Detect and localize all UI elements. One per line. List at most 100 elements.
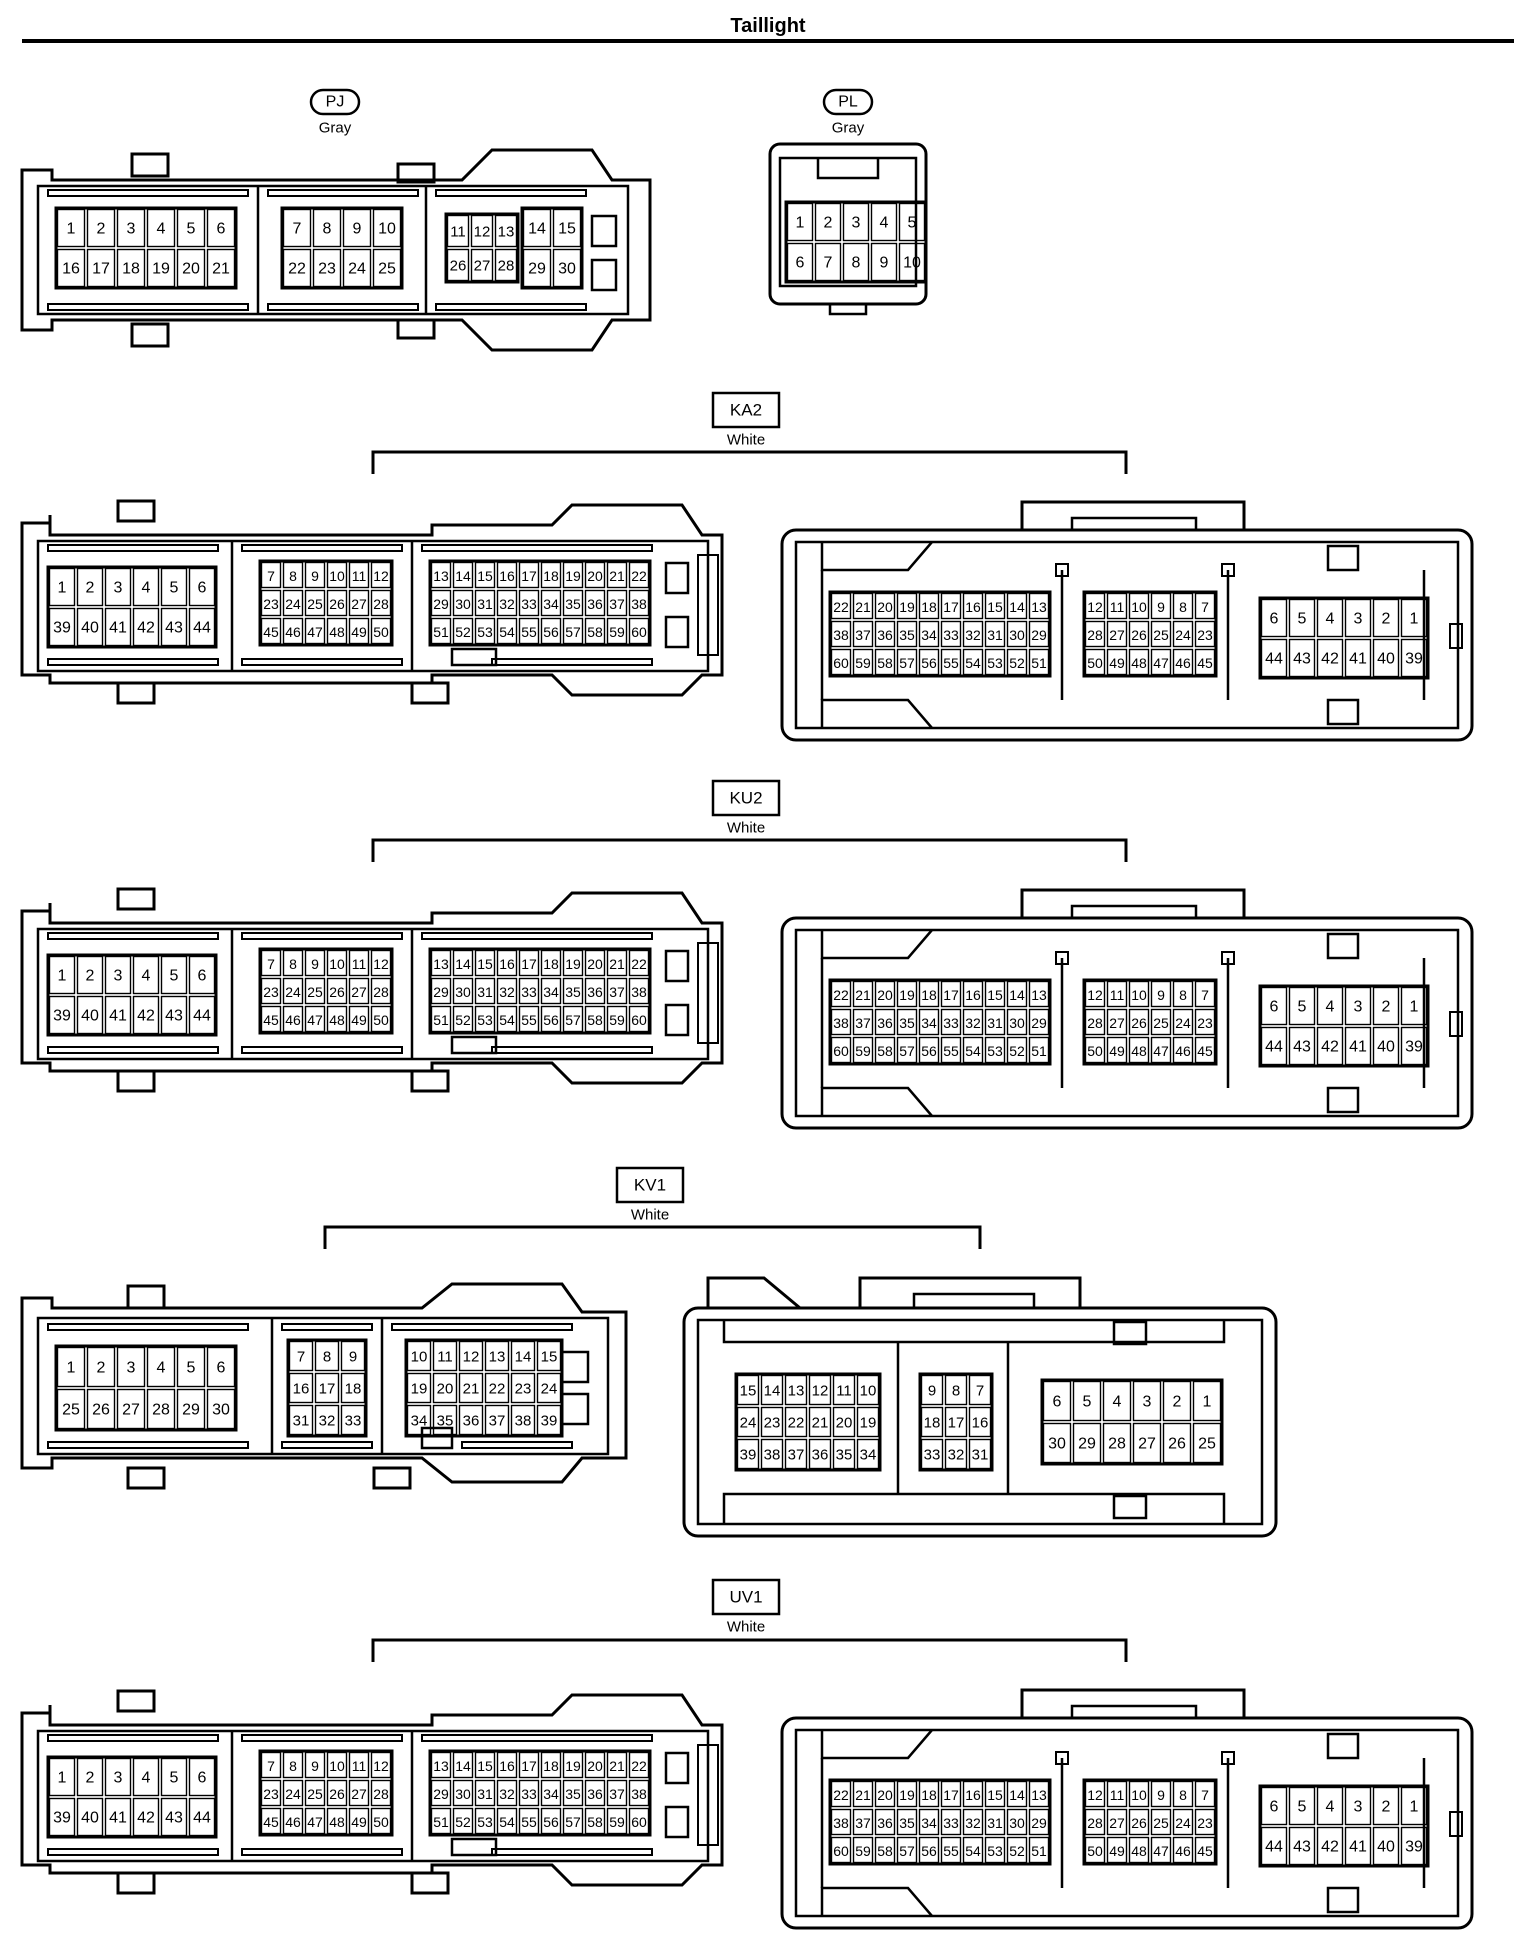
pin-cell — [962, 648, 984, 676]
pin-cell — [474, 1005, 496, 1033]
pin-cell — [348, 977, 370, 1005]
top-key — [1020, 1688, 1246, 1720]
pin-number: 59 — [609, 1012, 625, 1028]
pin-number: 59 — [855, 1843, 871, 1859]
pin-number: 14 — [455, 956, 471, 972]
pin-cell — [48, 567, 76, 607]
pin-cell — [260, 977, 282, 1005]
pin-number: 19 — [899, 987, 915, 1003]
pin-cell — [86, 1346, 116, 1388]
pin-number: 6 — [217, 1360, 226, 1377]
pin-cell — [984, 648, 1006, 676]
pin-cell — [874, 1780, 896, 1808]
pin-cell — [452, 1751, 474, 1779]
pin-number: 44 — [1265, 1839, 1283, 1856]
pin-cell — [446, 248, 470, 282]
pin-cell — [282, 208, 312, 248]
pin-cell — [304, 949, 326, 977]
pin-number: 56 — [921, 655, 937, 671]
inner-edge — [722, 1320, 1226, 1344]
key-slot — [450, 1837, 498, 1857]
pin-number: 54 — [965, 655, 981, 671]
pin-block-frame — [286, 1338, 368, 1438]
pin-number: 39 — [53, 1008, 71, 1025]
key-slot — [450, 647, 498, 667]
pin-cell — [372, 248, 402, 288]
latch-tab — [116, 887, 156, 911]
pin-number: 39 — [53, 620, 71, 637]
latch-slot — [241, 1734, 403, 1742]
pin-number: 38 — [833, 1015, 849, 1031]
pin-number: 32 — [965, 627, 981, 643]
pin-block-frame — [428, 1749, 652, 1837]
pin-cell — [940, 1808, 962, 1836]
pin-cell — [584, 1751, 606, 1779]
pin-number: 31 — [293, 1413, 310, 1430]
pin-cell — [784, 1438, 808, 1470]
pin-number: 3 — [127, 1360, 136, 1377]
top-key-inner — [912, 1292, 1036, 1310]
pin-cell — [962, 1808, 984, 1836]
pin-cell — [896, 1836, 918, 1864]
pin-cell — [1150, 1008, 1172, 1036]
pin-number: 35 — [565, 984, 581, 1000]
pin-cell — [1192, 1422, 1222, 1464]
pin-cell — [326, 1779, 348, 1807]
pin-number: 44 — [1265, 1039, 1283, 1056]
pin-cell — [852, 1780, 874, 1808]
pin-number: 20 — [587, 1758, 603, 1774]
pin-cell — [562, 1779, 584, 1807]
pin-cell — [282, 561, 304, 589]
pin-number: 5 — [170, 1770, 179, 1787]
pin-number: 12 — [1087, 987, 1103, 1003]
pin-number: 49 — [351, 1012, 367, 1028]
latch-tab — [410, 1069, 450, 1093]
pin-number: 37 — [489, 1413, 506, 1430]
pin-number: 2 — [824, 215, 833, 232]
pin-number: 48 — [329, 624, 345, 640]
pin-cell — [1042, 1422, 1072, 1464]
pin-cell — [496, 1779, 518, 1807]
pin-number: 16 — [972, 1415, 989, 1432]
pin-number: 23 — [1197, 627, 1213, 643]
pin-number: 37 — [609, 1786, 625, 1802]
pin-cell — [176, 1388, 206, 1430]
pin-cell — [1316, 1826, 1344, 1866]
pin-number: 38 — [515, 1413, 532, 1430]
pin-number: 20 — [587, 568, 603, 584]
pin-number: 25 — [1153, 627, 1169, 643]
pin-cell — [1194, 1836, 1216, 1864]
pin-cell — [984, 980, 1006, 1008]
pin-cell — [1372, 986, 1400, 1026]
pin-cell — [1028, 1008, 1050, 1036]
pin-cell — [1128, 648, 1150, 676]
pin-number: 6 — [1270, 1799, 1279, 1816]
pin-number: 32 — [319, 1413, 336, 1430]
pin-number: 34 — [411, 1413, 428, 1430]
pin-cell — [282, 617, 304, 645]
pin-cell — [1288, 986, 1316, 1026]
latch-tab — [116, 681, 156, 705]
pin-cell — [1400, 598, 1428, 638]
latch-slot — [281, 1323, 373, 1331]
pin-cell — [944, 1374, 968, 1406]
pin-cell — [940, 648, 962, 676]
pin-number: 60 — [833, 1043, 849, 1059]
pin-cell — [962, 592, 984, 620]
latch-slot — [421, 1734, 653, 1742]
pin-number: 49 — [1109, 1843, 1125, 1859]
pin-number: 36 — [877, 627, 893, 643]
pin-number: 33 — [943, 1815, 959, 1831]
pin-cell — [518, 977, 540, 1005]
top-key — [1020, 888, 1246, 920]
pin-cell — [628, 977, 650, 1005]
pin-cell — [760, 1438, 784, 1470]
pin-cell — [874, 1036, 896, 1064]
pin-block-frame — [734, 1372, 882, 1472]
latch-slot — [421, 544, 653, 552]
pin-number: 6 — [1270, 999, 1279, 1016]
pin-number: 56 — [543, 624, 559, 640]
pin-cell — [518, 949, 540, 977]
connector-housing — [20, 503, 724, 697]
